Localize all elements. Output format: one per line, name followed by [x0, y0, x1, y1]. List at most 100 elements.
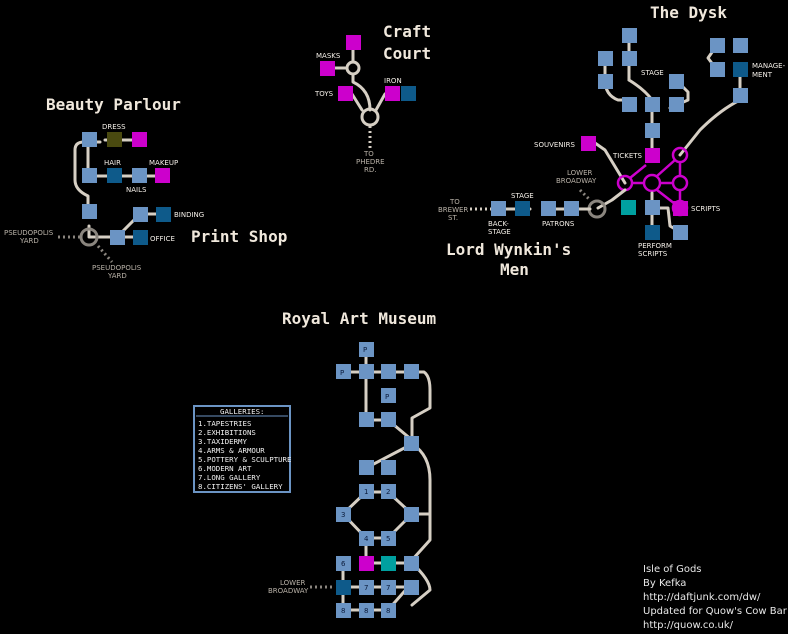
museum-parking-1[interactable]: [359, 342, 374, 357]
dysk-area: The Dysk Lord Wynkin's Men STAGE MANAGE-…: [438, 3, 786, 279]
museum-room-h[interactable]: [381, 460, 396, 475]
room-management[interactable]: [733, 62, 748, 77]
museum-gallery-7a[interactable]: [359, 580, 374, 595]
legend-item-2: 2.EXHIBITIONS: [198, 428, 256, 437]
room-hair[interactable]: [107, 168, 122, 183]
room-makeup[interactable]: [155, 168, 170, 183]
museum-gallery-1[interactable]: [359, 484, 374, 499]
title-beauty-parlour: Beauty Parlour: [46, 95, 181, 114]
label-scripts: SCRIPTS: [691, 205, 721, 213]
museum-gallery-8b[interactable]: [359, 603, 374, 618]
room-dress-top[interactable]: [82, 132, 97, 147]
room-dysk-4[interactable]: [598, 74, 613, 89]
room-craft-top[interactable]: [346, 35, 361, 50]
room-hair-left[interactable]: [82, 168, 97, 183]
num-g8c: 8: [386, 607, 390, 615]
room-scripts[interactable]: [673, 201, 688, 216]
museum-room-d[interactable]: [359, 412, 374, 427]
label-hair: HAIR: [104, 159, 121, 167]
museum-parking-3[interactable]: [381, 388, 396, 403]
museum-gallery-5[interactable]: [381, 531, 396, 546]
room-backstage[interactable]: [491, 201, 506, 216]
label-binding: BINDING: [174, 211, 204, 219]
museum-room-e[interactable]: [381, 412, 396, 427]
room-dysk-exit[interactable]: [673, 225, 688, 240]
label-office: OFFICE: [150, 235, 175, 243]
room-perform-scripts[interactable]: [645, 225, 660, 240]
label-tickets: TICKETS: [612, 152, 643, 160]
room-tickets[interactable]: [645, 148, 660, 163]
museum-room-b[interactable]: [381, 364, 396, 379]
museum-shop[interactable]: [359, 556, 374, 571]
room-dysk-3[interactable]: [622, 51, 637, 66]
label-lower-broadway-museum-1: LOWER: [280, 579, 306, 587]
room-dysk-5[interactable]: [669, 74, 684, 89]
credit-line-3[interactable]: http://daftjunk.com/dw/: [643, 592, 761, 603]
room-dysk-2[interactable]: [598, 51, 613, 66]
label-to-brewer-1: TO: [449, 198, 460, 206]
num-p1: P: [363, 346, 367, 354]
room-stage-w[interactable]: [515, 201, 530, 216]
museum-gallery-8a[interactable]: [336, 603, 351, 618]
room-dysk-1[interactable]: [622, 28, 637, 43]
museum-parking-2[interactable]: [336, 364, 351, 379]
label-nails: NAILS: [126, 186, 147, 194]
museum-room-g[interactable]: [359, 460, 374, 475]
credit-line-4: Updated for Quow's Cow Bar: [643, 606, 788, 617]
label-to-phedre-1: TO: [363, 150, 374, 158]
room-dysk-mgmt-1[interactable]: [710, 38, 725, 53]
legend-item-7: 7.LONG GALLERY: [198, 473, 261, 482]
museum-room-j[interactable]: [404, 556, 419, 571]
museum-gallery-7b[interactable]: [381, 580, 396, 595]
museum-room-a[interactable]: [359, 364, 374, 379]
title-lord-wynkins-men-1: Lord Wynkin's: [446, 240, 571, 259]
museum-gallery-8c[interactable]: [381, 603, 396, 618]
room-binding[interactable]: [156, 207, 171, 222]
museum-room-f[interactable]: [404, 436, 419, 451]
room-office[interactable]: [133, 230, 148, 245]
room-masks[interactable]: [320, 61, 335, 76]
museum-room-c[interactable]: [404, 364, 419, 379]
museum-gallery-4[interactable]: [359, 531, 374, 546]
museum-room-k[interactable]: [404, 580, 419, 595]
museum-room-i[interactable]: [404, 507, 419, 522]
room-dysk-8[interactable]: [669, 97, 684, 112]
museum-gallery-6[interactable]: [336, 556, 351, 571]
room-iron-2[interactable]: [401, 86, 416, 101]
room-nails[interactable]: [132, 168, 147, 183]
room-iron[interactable]: [385, 86, 400, 101]
room-print-2[interactable]: [133, 207, 148, 222]
legend-item-3: 3.TAXIDERMY: [198, 437, 247, 446]
label-pseudopolis-yard-2: PSEUDOPOLIS: [92, 264, 142, 272]
museum-cafe[interactable]: [381, 556, 396, 571]
room-toys[interactable]: [338, 86, 353, 101]
museum-gallery-2[interactable]: [381, 484, 396, 499]
museum-entrance[interactable]: [336, 580, 351, 595]
room-dysk-mgmt-3[interactable]: [710, 62, 725, 77]
room-patrons[interactable]: [541, 201, 556, 216]
label-makeup: MAKEUP: [149, 159, 178, 167]
room-souvenirs[interactable]: [581, 136, 596, 151]
label-pseudopolis-yard-1b: YARD: [19, 237, 39, 245]
room-dysk-9[interactable]: [645, 123, 660, 138]
room-dress-2[interactable]: [132, 132, 147, 147]
room-patrons-2[interactable]: [564, 201, 579, 216]
label-backstage-1: BACK-: [488, 220, 509, 228]
label-backstage-2: STAGE: [488, 228, 511, 236]
room-dysk-back[interactable]: [645, 200, 660, 215]
room-dysk-7[interactable]: [645, 97, 660, 112]
num-g8b: 8: [364, 607, 368, 615]
room-beauty-entry[interactable]: [82, 204, 97, 219]
room-dysk-mgmt-4[interactable]: [733, 88, 748, 103]
num-g3: 3: [341, 511, 345, 519]
room-dress[interactable]: [107, 132, 122, 147]
room-dysk-shop[interactable]: [621, 200, 636, 215]
museum-gallery-3[interactable]: [336, 507, 351, 522]
credit-line-5[interactable]: http://quow.co.uk/: [643, 620, 734, 631]
legend-item-8: 8.CITIZENS' GALLERY: [198, 482, 283, 491]
room-dysk-mgmt-2[interactable]: [733, 38, 748, 53]
label-masks: MASKS: [316, 52, 341, 60]
room-dysk-6[interactable]: [622, 97, 637, 112]
room-print-1[interactable]: [110, 230, 125, 245]
